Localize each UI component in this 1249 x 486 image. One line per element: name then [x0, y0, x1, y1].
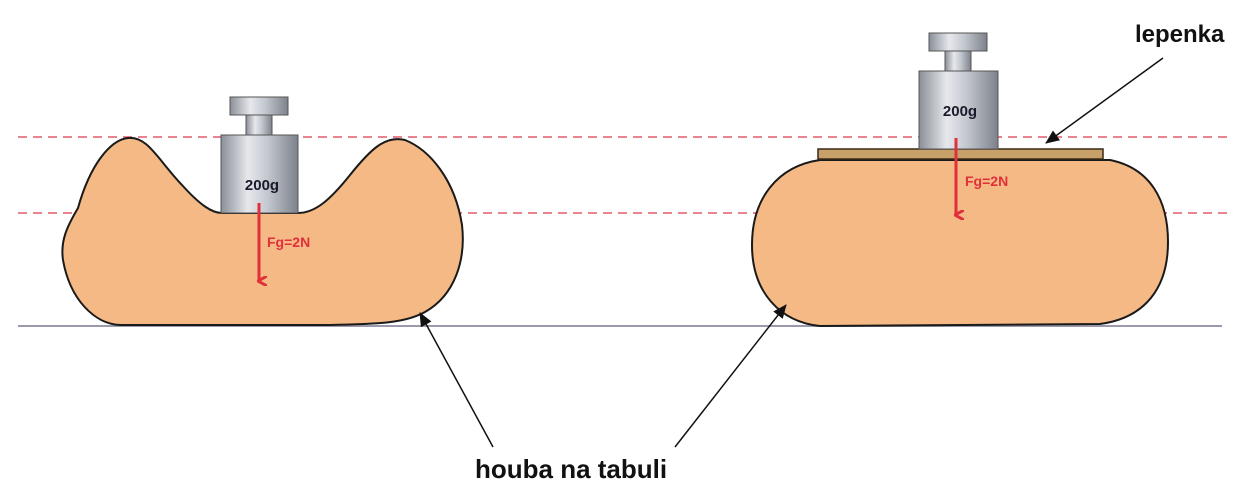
right-weight-mass-label: 200g [943, 103, 977, 120]
right-sponge-supported [750, 159, 1170, 328]
cardboard-label: lepenka [1135, 21, 1225, 48]
right-weight [918, 32, 999, 150]
cardboard-plate [817, 148, 1104, 160]
left-weight-mass-label: 200g [245, 177, 279, 194]
cardboard-pointer-arrow [1045, 57, 1164, 144]
right-force-label: Fg=2N [965, 173, 1008, 189]
right-sponge-pointer-arrow [674, 304, 787, 448]
sponge-label: houba na tabuli [475, 454, 667, 484]
left-sponge-pointer-arrow [419, 312, 494, 448]
left-weight [220, 96, 299, 214]
left-sponge-deformed [61, 136, 464, 326]
left-force-label: Fg=2N [267, 234, 310, 250]
